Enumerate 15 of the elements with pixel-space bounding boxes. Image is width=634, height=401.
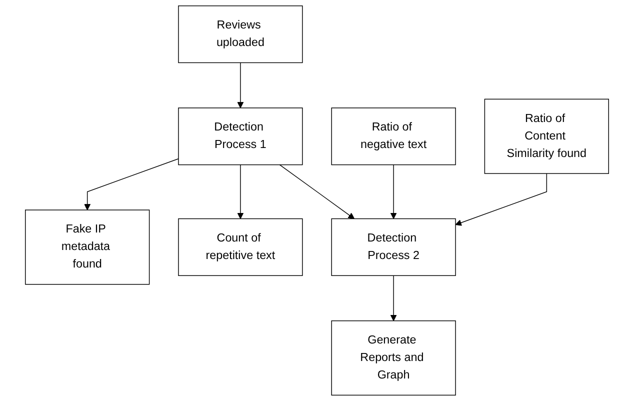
arrow [390, 275, 397, 322]
arrow [84, 158, 179, 210]
node-box: Generate Reports and Graph [331, 320, 456, 396]
node-box: Fake IP metadata found [25, 210, 150, 285]
arrow [390, 164, 397, 220]
node-box: Reviews uploaded [178, 5, 303, 64]
node-box: Detection Process 2 [331, 218, 456, 276]
node-box: Detection Process 1 [178, 108, 303, 166]
arrow [237, 62, 244, 108]
arrow [279, 164, 355, 220]
arrow [455, 173, 548, 226]
arrow [237, 164, 244, 220]
node-box: Ratio of Content Similarity found [484, 98, 609, 174]
node-box: Count of repetitive text [178, 218, 303, 276]
node-box: Ratio of negative text [331, 108, 456, 166]
